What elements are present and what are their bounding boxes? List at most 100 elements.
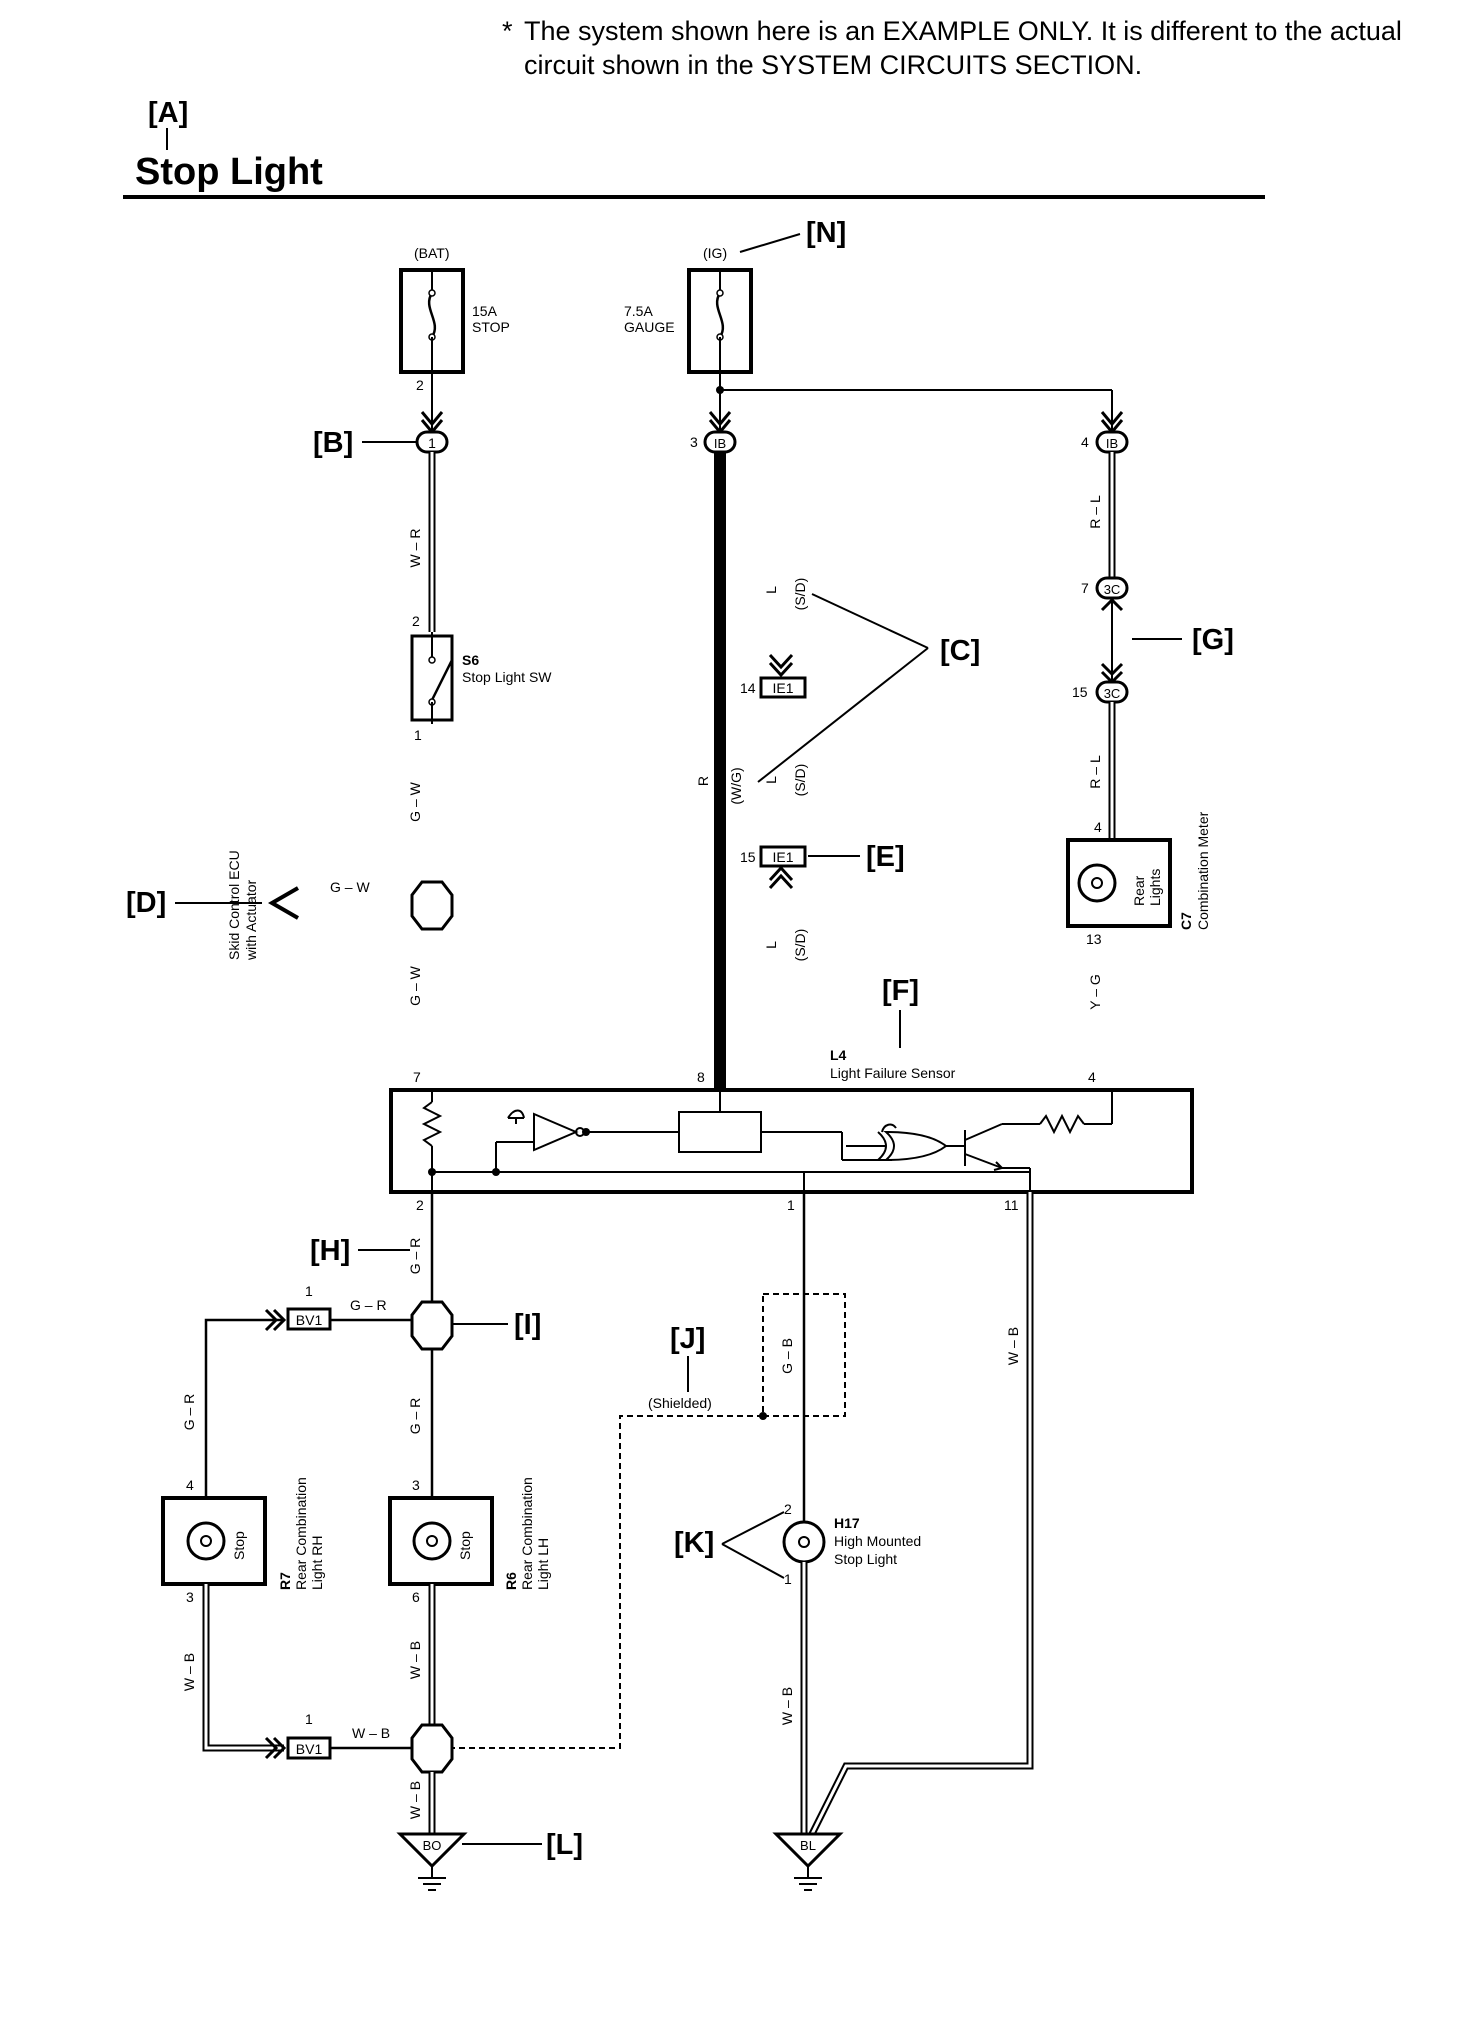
l4-pin4: 4 — [1088, 1069, 1096, 1085]
wire-w-b-label-2: W – B — [352, 1725, 390, 1741]
bv1-top-pin: 1 — [305, 1283, 313, 1299]
wire-wg-label: (W/G) — [728, 767, 744, 804]
high-mounted-stop-light-h17 — [782, 1520, 826, 1564]
fuse-gauge-name: GAUGE — [624, 319, 675, 335]
page-title: Stop Light — [135, 151, 323, 193]
l4-arrow-mark — [993, 1161, 1004, 1171]
l4-internal-circuit — [421, 1090, 1113, 1192]
wire-r-l-label-1: R – L — [1087, 495, 1103, 529]
rear-light-rh-r7 — [161, 1496, 267, 1586]
ecu-connector-mark — [267, 886, 299, 920]
ig-label: (IG) — [703, 245, 727, 261]
r7-name-2: Light RH — [309, 1536, 325, 1590]
rear-light-lh-r6 — [388, 1496, 494, 1586]
connector-bv1-bottom-code: BV1 — [296, 1741, 323, 1757]
callout-j: [J] — [670, 1323, 705, 1355]
arrow-ie1-15 — [768, 865, 794, 890]
r7-pin-top: 4 — [186, 1477, 194, 1493]
junction-ground — [410, 1723, 454, 1774]
h17-bulb-icon — [782, 1520, 826, 1564]
l4-pin2: 2 — [416, 1197, 424, 1213]
callout-b: [B] — [313, 427, 353, 459]
wire-g-b-label: G – B — [779, 1338, 795, 1374]
callout-i: [I] — [514, 1309, 541, 1341]
connector-bv1-top-code: BV1 — [296, 1312, 323, 1328]
callout-l: [L] — [546, 1829, 583, 1861]
wire-w-b-label-1: W – B — [181, 1653, 197, 1691]
ground-bo-code: BO — [423, 1838, 442, 1853]
callout-k: [K] — [674, 1527, 714, 1559]
connector-ib-3-code: IB — [714, 436, 726, 451]
ground-bo — [396, 1832, 468, 1891]
c7-bulb-label: Rear — [1131, 875, 1147, 906]
l4-pin8: 8 — [697, 1069, 705, 1085]
h17-pin-bottom: 1 — [784, 1571, 792, 1587]
disclaimer-note: * The system shown here is an EXAMPLE ON… — [502, 14, 1402, 82]
connector-ie1-15 — [759, 845, 807, 868]
l4-node-2 — [492, 1168, 500, 1176]
shielded-label: (Shielded) — [648, 1395, 712, 1411]
connector-ie1-15-pin: 15 — [740, 849, 756, 865]
callout-n: [N] — [806, 217, 846, 249]
arrow-bv1-bottom — [264, 1736, 287, 1760]
r6-code: R6 — [503, 1572, 519, 1590]
wire-g-r-label-1: G – R — [407, 1238, 423, 1275]
wire-r-label: R — [695, 776, 711, 786]
note-asterisk: * — [502, 16, 513, 46]
l4-pin1: 1 — [787, 1197, 795, 1213]
ecu-name-1: Skid Control ECU — [226, 850, 242, 960]
junction-g-w — [410, 880, 454, 931]
connector-ie1-14 — [759, 676, 807, 699]
wire-g-r-rh — [204, 1318, 284, 1498]
c7-pin-bottom: 13 — [1086, 931, 1102, 947]
connector-ie1-14-code: IE1 — [772, 680, 793, 696]
r7-pin-bottom: 3 — [186, 1589, 194, 1605]
wire-sd-label-3: (S/D) — [792, 929, 808, 962]
callout-c-line-2 — [757, 647, 929, 783]
bat-label: (BAT) — [414, 245, 450, 261]
wire-g-r-label-3: G – R — [181, 1394, 197, 1431]
ecu-name-2: with Actuator — [243, 880, 259, 961]
r7-code: R7 — [277, 1572, 293, 1590]
note-line-2: circuit shown in the SYSTEM CIRCUITS SEC… — [524, 50, 1143, 80]
shield-splice — [759, 1412, 767, 1420]
s6-pin-bottom: 1 — [414, 727, 422, 743]
wire-w-b-rh — [202, 1584, 284, 1752]
callout-n-line — [739, 233, 801, 253]
wire-sd-label-1: (S/D) — [792, 578, 808, 611]
callout-k-line-2 — [721, 1543, 785, 1579]
wire-sd-label-2: (S/D) — [792, 764, 808, 797]
r7-bulb-icon — [186, 1521, 226, 1561]
c7-pin-top: 4 — [1094, 819, 1102, 835]
r6-pin-top: 3 — [412, 1477, 420, 1493]
l4-node-1 — [428, 1168, 436, 1176]
r6-name-1: Rear Combination — [519, 1477, 535, 1590]
connector-ie1-14-pin: 14 — [740, 680, 756, 696]
wire-g-w-label-2: G – W — [407, 965, 423, 1005]
s6-pin-top: 2 — [412, 613, 420, 629]
callout-h: [H] — [310, 1235, 350, 1267]
connector-ib-3-pin: 3 — [690, 434, 698, 450]
wire-l-label-3: L — [763, 941, 779, 949]
stop-light-switch-s6 — [410, 632, 454, 724]
arrow-ie1-14 — [768, 653, 794, 678]
wire-w-b-label-5: W – B — [779, 1687, 795, 1725]
junction-i — [410, 1300, 454, 1351]
connector-ie1-15-code: IE1 — [772, 849, 793, 865]
wire-l-label-2: L — [763, 776, 779, 784]
r6-bulb-icon — [412, 1521, 452, 1561]
wire-g-w-label-1: G – W — [407, 781, 423, 821]
l4-node-3 — [582, 1128, 590, 1136]
connector-3c-15-pin: 15 — [1072, 684, 1088, 700]
connector-ib-4-code: IB — [1106, 436, 1118, 451]
wire-w-b-label-4: W – B — [407, 1781, 423, 1819]
ground-bl — [772, 1832, 844, 1891]
shield-drain-wire — [452, 1415, 763, 1749]
connector-ib-4-pin: 4 — [1081, 434, 1089, 450]
fuse-gauge — [687, 268, 753, 374]
connector-3c-15-code: 3C — [1104, 686, 1121, 701]
fuse-stop-amp: 15A — [472, 303, 498, 319]
r6-name-2: Light LH — [535, 1538, 551, 1590]
s6-code: S6 — [462, 652, 479, 668]
